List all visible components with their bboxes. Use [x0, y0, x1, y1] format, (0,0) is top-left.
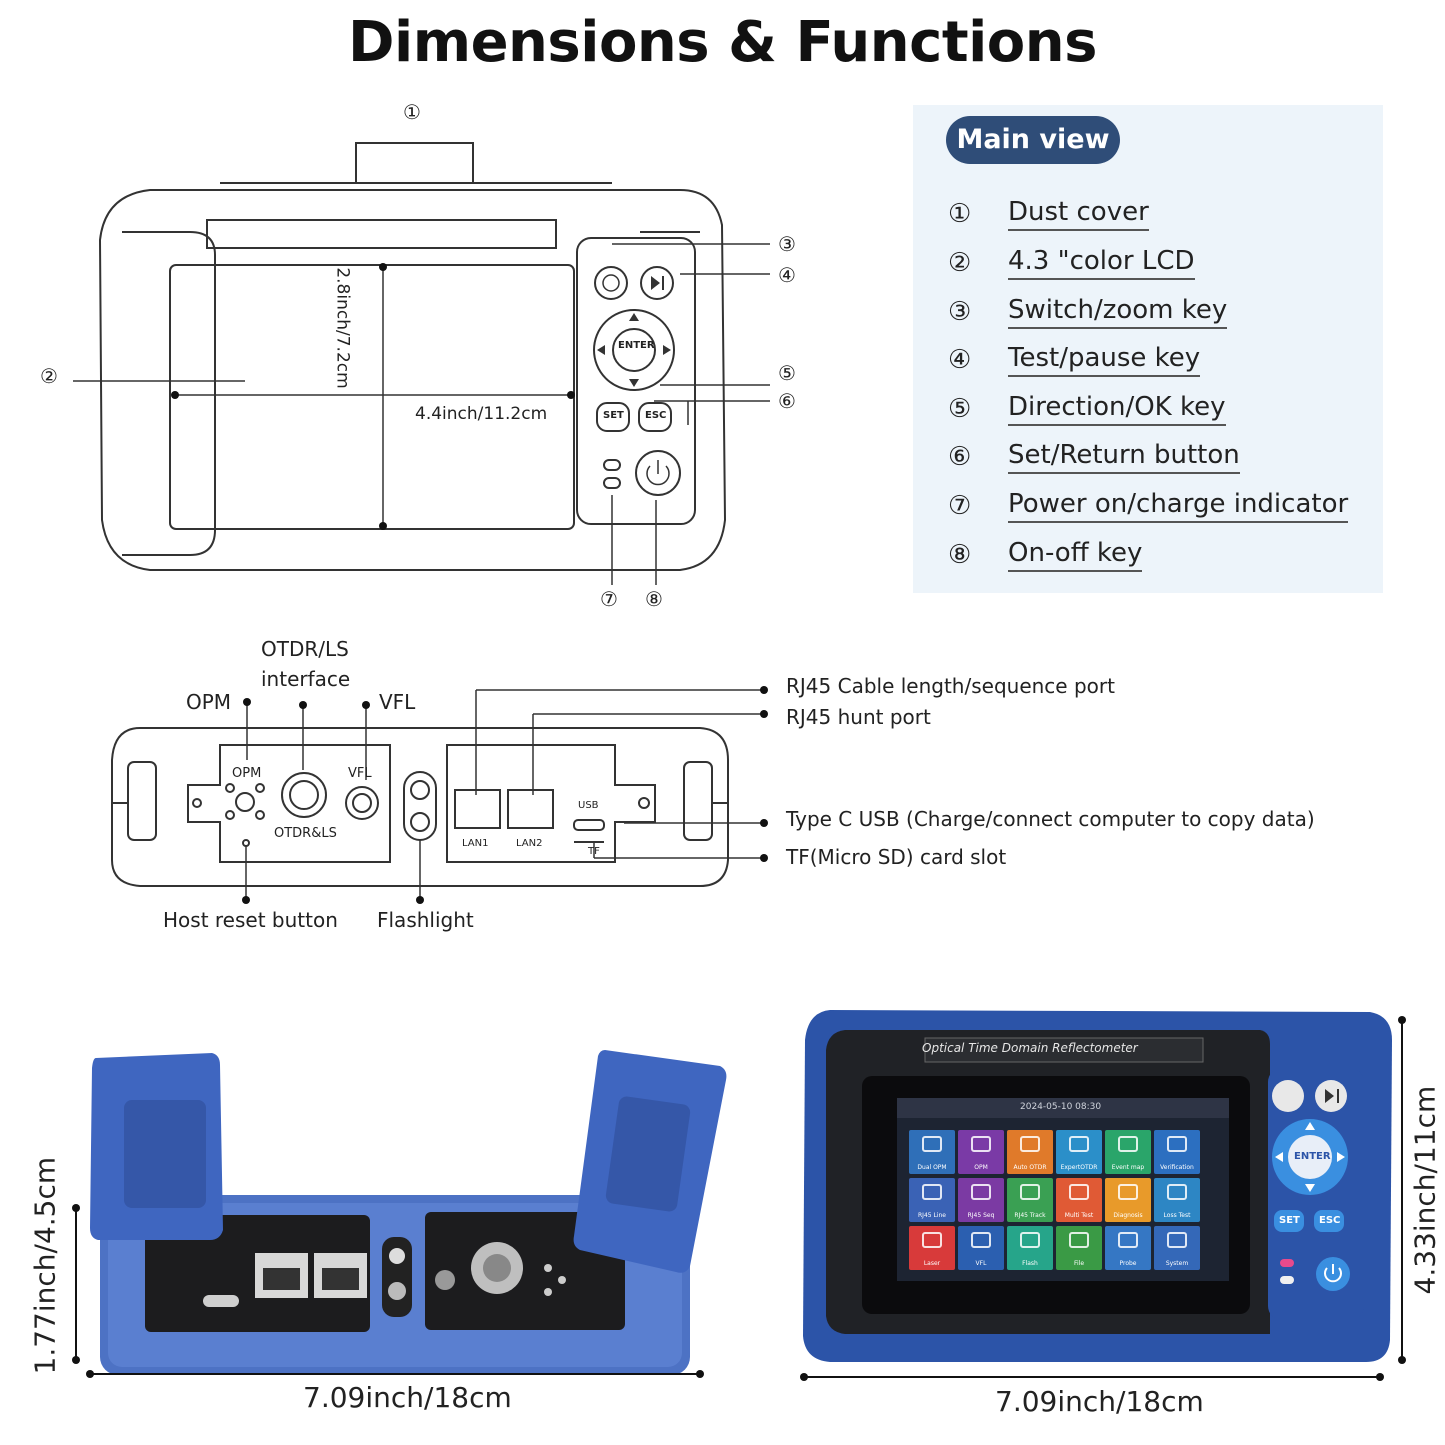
type-c-label: Type C USB (Charge/connect computer to c…	[786, 807, 1315, 831]
device-brand-text: Optical Time Domain Reflectometer	[922, 1041, 1138, 1055]
app-tile[interactable]: RJ45 Track	[1007, 1178, 1053, 1222]
app-tile-label: Flash	[1022, 1260, 1038, 1267]
otdr-ls-label-line2: interface	[261, 667, 351, 691]
opm-label: OPM	[186, 690, 232, 714]
app-tile[interactable]: VFL	[958, 1226, 1004, 1270]
callout-3: ③	[778, 232, 796, 256]
verify-icon	[1167, 1136, 1187, 1152]
app-tile-label: Event map	[1111, 1164, 1145, 1171]
inner-lan1-label: LAN1	[462, 838, 489, 849]
rj45-hunt-label: RJ45 hunt port	[786, 705, 931, 729]
app-tile-label: Auto OTDR	[1013, 1164, 1047, 1171]
app-tile[interactable]: OPM	[958, 1130, 1004, 1174]
app-tile-label: RJ45 Track	[1014, 1212, 1046, 1219]
photo-set-key: SET	[1279, 1215, 1300, 1226]
otdr-icon	[1020, 1136, 1040, 1152]
loss-icon	[1167, 1184, 1187, 1200]
app-tile[interactable]: Dual OPM	[909, 1130, 955, 1174]
app-tile-label: Diagnosis	[1113, 1212, 1143, 1219]
app-tile[interactable]: ExpertOTDR	[1056, 1130, 1102, 1174]
app-tile-label: RJ45 Line	[918, 1212, 946, 1219]
callout-6: ⑥	[778, 389, 796, 413]
inner-usb-label: USB	[578, 800, 599, 811]
file-icon	[1069, 1232, 1089, 1248]
callout-2: ②	[40, 364, 58, 388]
OPM-icon	[971, 1136, 991, 1152]
flash-icon	[1020, 1232, 1040, 1248]
vfl-label: VFL	[379, 690, 416, 714]
inner-vfl-label: VFL	[348, 766, 372, 781]
app-tile-label: Loss Test	[1163, 1212, 1191, 1219]
app-tile[interactable]: System	[1154, 1226, 1200, 1270]
otdr-ls-label-line1: OTDR/LS	[261, 637, 349, 661]
host-reset-label: Host reset button	[163, 908, 338, 932]
app-tile-label: VFL	[975, 1260, 987, 1267]
app-tile[interactable]: Flash	[1007, 1226, 1053, 1270]
app-tile[interactable]: RJ45 Seq	[958, 1178, 1004, 1222]
inner-lan2-label: LAN2	[516, 838, 543, 849]
screen-width-dimension: 4.4inch/11.2cm	[415, 404, 548, 424]
app-tile[interactable]: Event map	[1105, 1130, 1151, 1174]
front-view-height-dimension: 4.33inch/11cm	[1408, 1085, 1442, 1295]
laser-icon	[922, 1232, 942, 1248]
expert-icon	[1069, 1136, 1089, 1152]
app-tile[interactable]: Diagnosis	[1105, 1178, 1151, 1222]
app-tile-label: Dual OPM	[917, 1164, 947, 1171]
flashlight-label: Flashlight	[377, 908, 474, 932]
callout-7: ⑦	[600, 587, 618, 611]
page-title: Dimensions & Functions	[348, 10, 1097, 75]
app-tile[interactable]: Multi Test	[1056, 1178, 1102, 1222]
app-tile[interactable]: Laser	[909, 1226, 955, 1270]
app-tile-label: System	[1165, 1260, 1189, 1267]
app-tile[interactable]: Loss Test	[1154, 1178, 1200, 1222]
app-tile-label: RJ45 Seq	[967, 1212, 995, 1219]
photo-esc-key: ESC	[1319, 1215, 1341, 1226]
event-icon	[1118, 1136, 1138, 1152]
top-view-width-dimension: 7.09inch/18cm	[303, 1381, 512, 1414]
inner-tf-label: TF	[588, 846, 600, 857]
probe-icon	[1118, 1232, 1138, 1248]
app-tile[interactable]: Verification	[1154, 1130, 1200, 1174]
app-tile-label: ExpertOTDR	[1060, 1164, 1098, 1171]
callout-4: ④	[778, 263, 796, 287]
vfl-icon	[971, 1232, 991, 1248]
inner-opm-label: OPM	[232, 766, 262, 781]
set-key-label: SET	[603, 410, 624, 421]
track-icon	[1020, 1184, 1040, 1200]
diag-icon	[1118, 1184, 1138, 1200]
system-icon	[1167, 1232, 1187, 1248]
photo-enter-key: ENTER	[1294, 1151, 1331, 1162]
rj45-icon	[922, 1184, 942, 1200]
esc-key-label: ESC	[645, 410, 667, 421]
callout-5: ⑤	[778, 361, 796, 385]
front-view-width-dimension: 7.09inch/18cm	[995, 1385, 1204, 1418]
app-tile-label: Verification	[1160, 1164, 1194, 1171]
rj45-length-label: RJ45 Cable length/sequence port	[786, 674, 1115, 698]
screen-status-bar: 2024-05-10 08:30	[1020, 1102, 1102, 1112]
main-view-panel: Main view ① Dust cover ② 4.3 "color LCD …	[913, 105, 1383, 593]
multi-icon	[1069, 1184, 1089, 1200]
10G-icon	[922, 1136, 942, 1152]
main-view-badge: Main view	[946, 116, 1120, 164]
app-tile-label: File	[1073, 1260, 1085, 1267]
enter-key-label: ENTER	[618, 340, 655, 351]
app-tile[interactable]: Probe	[1105, 1226, 1151, 1270]
app-tile-label: OPM	[974, 1164, 988, 1171]
app-tile[interactable]: RJ45 Line	[909, 1178, 955, 1222]
app-tile[interactable]: Auto OTDR	[1007, 1130, 1053, 1174]
callout-1: ①	[403, 100, 421, 124]
rj45-icon	[971, 1184, 991, 1200]
app-tile-label: Laser	[923, 1260, 941, 1267]
callout-8: ⑧	[645, 587, 663, 611]
app-tile[interactable]: File	[1056, 1226, 1102, 1270]
app-tile-label: Multi Test	[1064, 1212, 1094, 1219]
app-tile-label: Probe	[1119, 1260, 1137, 1267]
tf-slot-label: TF(Micro SD) card slot	[786, 845, 1007, 869]
inner-otdr-ls-label: OTDR&LS	[274, 826, 337, 841]
